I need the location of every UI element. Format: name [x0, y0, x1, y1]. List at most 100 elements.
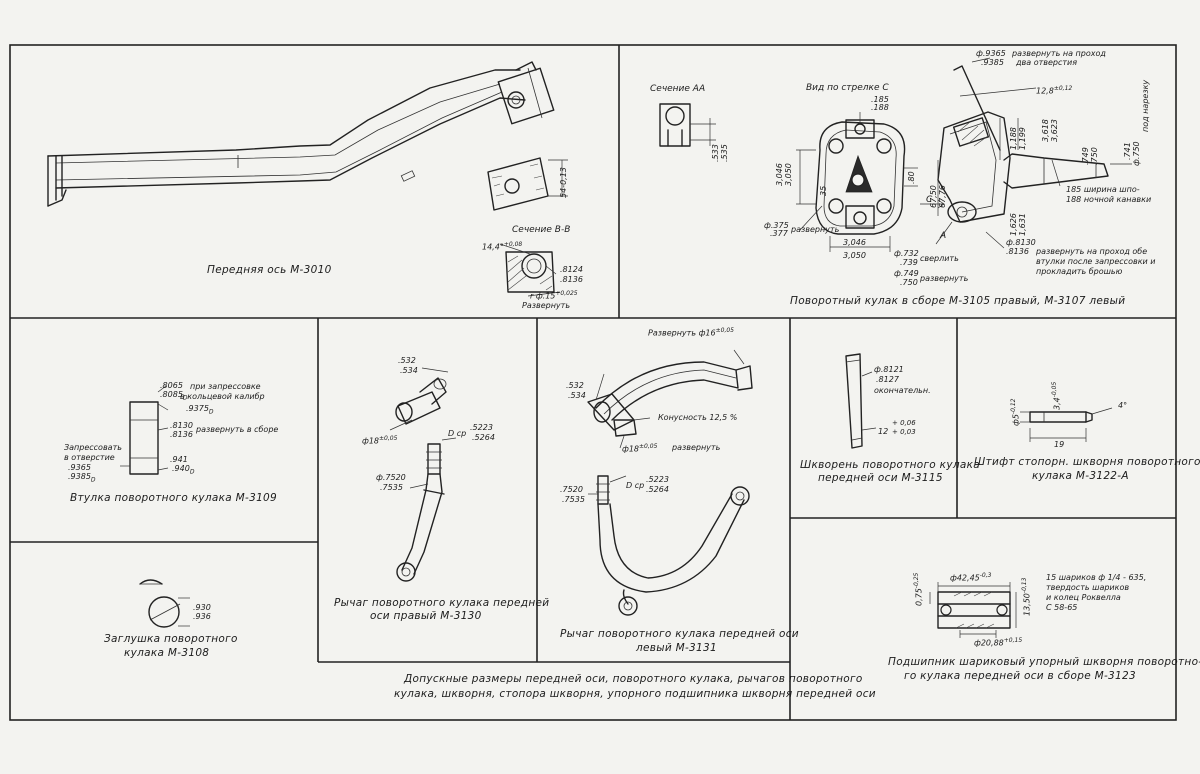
bushing-dim-8085: .8085D: [160, 390, 188, 402]
axle-side-dimension: 54-0,13: [559, 167, 568, 198]
arm-right-dim-5223: .5223: [470, 423, 493, 432]
knuckle-dim-3046-left: 3,046: [775, 163, 784, 186]
pin-caption-line2: кулака М-3122-А: [1032, 470, 1129, 482]
arm-right-dim-7535: .7535: [380, 483, 403, 492]
pin-dim-34: 3,4-0,05: [1051, 381, 1062, 410]
panel-frames: [9, 44, 1177, 721]
front-axle-sketch: [47, 61, 568, 297]
knuckle-dim-750: .750: [1090, 147, 1099, 165]
bearing-caption-line1: Подшипник шариковый упорный шкворня пово…: [888, 656, 1200, 668]
kingpin-dim-8121: ф.8121: [874, 365, 904, 374]
knuckle-drill-note: сверлить: [920, 254, 959, 263]
knuckle-broach-note: прокладить брошью: [1036, 267, 1123, 276]
knuckle-dim-749: .749: [1081, 147, 1090, 165]
knuckle-ream-holes-note: развернуть на проход: [1012, 49, 1106, 58]
knuckle-dim-1188: 1,188: [1009, 127, 1018, 150]
knuckle-caption: Поворотный кулак в сборе М-3105 правый, …: [790, 295, 1126, 307]
axle-angle-dimension: 14,4°+0,08: [482, 241, 523, 252]
bearing-sketch: [929, 582, 1017, 638]
bearing-dim-4245: ф42,45-0,3: [950, 572, 992, 583]
kingpin-caption-line1: Шкворень поворотного кулака: [800, 459, 980, 471]
bearing-dim-2088: ф20,88+0,15: [974, 637, 1023, 648]
bushing-sketch: [120, 385, 169, 475]
knuckle-ream-note-4: развернуть: [920, 274, 969, 283]
knuckle-width-note-1: 185 ширина шпо-: [1066, 185, 1140, 194]
arm-left-dim-7535: .7535: [562, 495, 585, 504]
knuckle-dim-8130: ф.8130: [1006, 238, 1036, 247]
knuckle-dim-3050-left: 3,050: [784, 163, 793, 186]
arm-left-dim-534: .534: [568, 391, 586, 400]
knuckle-dim-80: .80: [907, 171, 916, 184]
knuckle-dim-739: .739: [900, 258, 918, 267]
arm-right-dim-dcp: D ср: [448, 429, 467, 438]
knuckle-dim-9365: ф.9365: [976, 49, 1006, 58]
knuckle-dim-3618: 3,618: [1041, 119, 1050, 142]
knuckle-dim-9385: .9385: [981, 58, 1004, 67]
knuckle-width-note-2: 188 ночной канавки: [1066, 195, 1152, 204]
knuckle-dim-535: .535: [720, 144, 729, 162]
arm-left-caption-line1: Рычаг поворотного кулака передней оси: [560, 628, 799, 640]
pin-dim-4deg: 4°: [1118, 401, 1128, 410]
kingpin-tol-12-upper: + 0,06: [892, 419, 916, 427]
arm-left-caption-line2: левый М-3131: [636, 642, 717, 654]
bearing-hardness-note: твердость шариков: [1046, 583, 1130, 592]
bushing-dim-9365: .9365: [68, 463, 91, 472]
knuckle-dim-35: 35: [819, 185, 828, 196]
knuckle-bushing-note: втулки после запрессовки и: [1036, 257, 1156, 266]
arm-right-dim-534: .534: [400, 366, 418, 375]
pin-sketch: [1020, 407, 1113, 442]
knuckle-sketch: [659, 57, 1132, 252]
knuckle-dim-750c: .750: [900, 278, 918, 287]
bushing-dim-9375: .9375D: [186, 404, 214, 416]
kingpin-sketch: [845, 353, 877, 449]
bushing-press-in-note: Запрессовать: [64, 443, 122, 452]
bushing-dim-8130: .8130: [170, 421, 193, 430]
knuckle-thread-note: под нарезку: [1141, 79, 1150, 132]
axle-ream-note: Развернуть: [522, 301, 571, 310]
knuckle-dim-1626: 1,626: [1009, 213, 1018, 236]
bearing-caption-line2: го кулака передней оси в сборе М-3123: [904, 670, 1136, 682]
knuckle-dim-188: .188: [871, 103, 889, 112]
bushing-dim-9385: .9385D: [68, 472, 96, 484]
arm-right-caption-line2: оси правый М-3130: [370, 610, 482, 622]
knuckle-dim-749b: ф.749: [894, 269, 919, 278]
bearing-balls-note: 15 шариков ф 1/4 - 635,: [1046, 573, 1147, 582]
knuckle-dim-741: .741: [1123, 142, 1132, 160]
knuckle-dim-1199: 1,199: [1018, 127, 1027, 150]
plug-dim-936: .936: [193, 612, 211, 621]
knuckle-dim-6776: 67,76: [938, 185, 947, 208]
bushing-gauge-note: в кольцевой калибр: [180, 392, 265, 401]
axle-hole-dimension-lower: .8136: [560, 275, 583, 284]
bushing-caption: Втулка поворотного кулака М-3109: [70, 492, 278, 504]
arrow-c-label: С: [926, 195, 933, 205]
plug-sketch: [139, 579, 190, 628]
knuckle-dim-3050-bottom: 3,050: [843, 251, 866, 260]
arm-right-sketch: [389, 367, 457, 582]
plug-dim-930: .930: [193, 603, 211, 612]
bushing-ream-note: развернуть в сборе: [196, 425, 279, 434]
bushing-press-note: при запрессовке: [190, 382, 261, 391]
kingpin-caption-line2: передней оси М-3115: [818, 472, 943, 484]
kingpin-dim-8127: .8127: [876, 375, 899, 384]
arm-right-dim-532: .532: [398, 356, 416, 365]
bushing-dim-8065: .8065: [160, 381, 183, 390]
plug-caption-line1: Заглушка поворотного: [104, 633, 238, 645]
footer-line1: Допускные размеры передней оси, поворотн…: [404, 673, 863, 685]
kingpin-dim-12: 12: [878, 427, 889, 436]
knuckle-dim-6750: 67,50: [929, 185, 938, 208]
knuckle-dim-375: ф.375: [764, 221, 789, 230]
pin-dim-19: 19: [1054, 440, 1065, 449]
knuckle-dim-3046-bottom: 3,046: [843, 238, 866, 247]
plug-caption-line2: кулака М-3108: [124, 647, 210, 659]
arm-right-dim-phi18: ф18±0,05: [362, 435, 398, 446]
arm-left-dim-532: .532: [566, 381, 584, 390]
kingpin-tol-12-lower: + 0,03: [892, 428, 916, 436]
pin-caption-line1: Штифт стопорн. шкворня поворотного: [974, 456, 1200, 468]
bushing-dim-8136: .8136: [170, 430, 193, 439]
arm-left-dim-7520: .7520: [560, 485, 583, 494]
knuckle-dim-8136: .8136: [1006, 247, 1029, 256]
arm-right-dim-7520: ф.7520: [376, 473, 406, 482]
view-c-label: Вид по стрелке С: [806, 83, 889, 93]
